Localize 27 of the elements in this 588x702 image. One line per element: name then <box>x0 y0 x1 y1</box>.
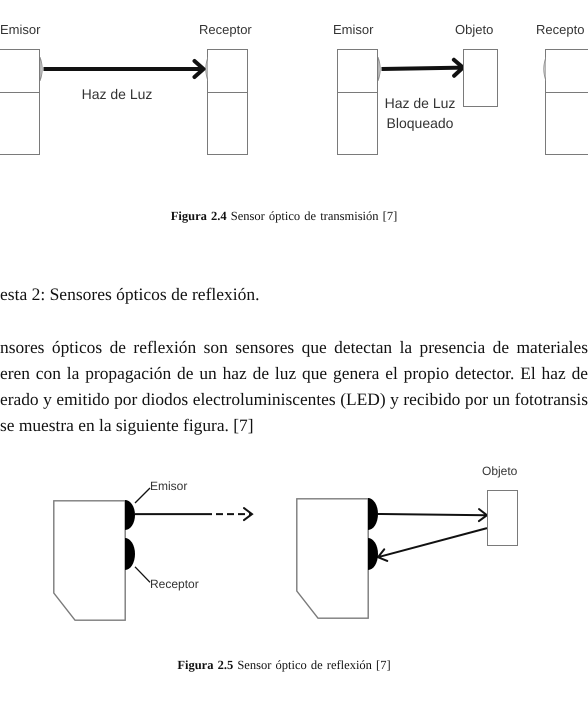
lens-icon <box>368 538 378 570</box>
lens-icon <box>125 500 135 530</box>
lens-icon <box>368 498 378 530</box>
sensor-housing <box>53 500 126 621</box>
arrow <box>381 58 465 78</box>
arrow <box>378 508 488 522</box>
object-label: Objeto <box>455 22 494 37</box>
arrow <box>377 527 488 562</box>
object-label: Objeto <box>482 464 518 478</box>
part-label: Emisor <box>150 479 188 494</box>
sensor-label: Recepto <box>536 22 584 37</box>
sensor-label: Emisor <box>0 22 40 37</box>
leader-line <box>134 566 150 583</box>
edge-label: Haz de Luz <box>80 85 154 104</box>
sensor-label: Receptor <box>199 22 252 37</box>
leader-line <box>134 488 150 504</box>
arrow <box>44 59 206 79</box>
sensor-label: Emisor <box>333 22 374 37</box>
arrow <box>135 507 253 522</box>
part-label: Receptor <box>150 577 199 592</box>
figure-caption: Figura 2.5 Sensor óptico de reflexión [7] <box>177 657 391 673</box>
section-heading: esta 2: Sensores ópticos de reflexión. <box>0 283 260 305</box>
edge-label: Haz de Luz Bloqueado <box>384 94 456 133</box>
sensor-housing <box>296 498 369 619</box>
body-paragraph: nsores ópticos de reflexión son sensores que detectan la presencia de materiales eren con la propagación de un haz de luz que genera el propio detector. El haz de erado y emitido por diodos electroluminiscentes (LED) y recibido por un fototransis se muestra en la siguiente figura. [7] <box>0 336 588 437</box>
figure-caption: Figura 2.4 Sensor óptico de transmisión [7] <box>170 208 398 224</box>
lens-icon <box>125 538 135 570</box>
